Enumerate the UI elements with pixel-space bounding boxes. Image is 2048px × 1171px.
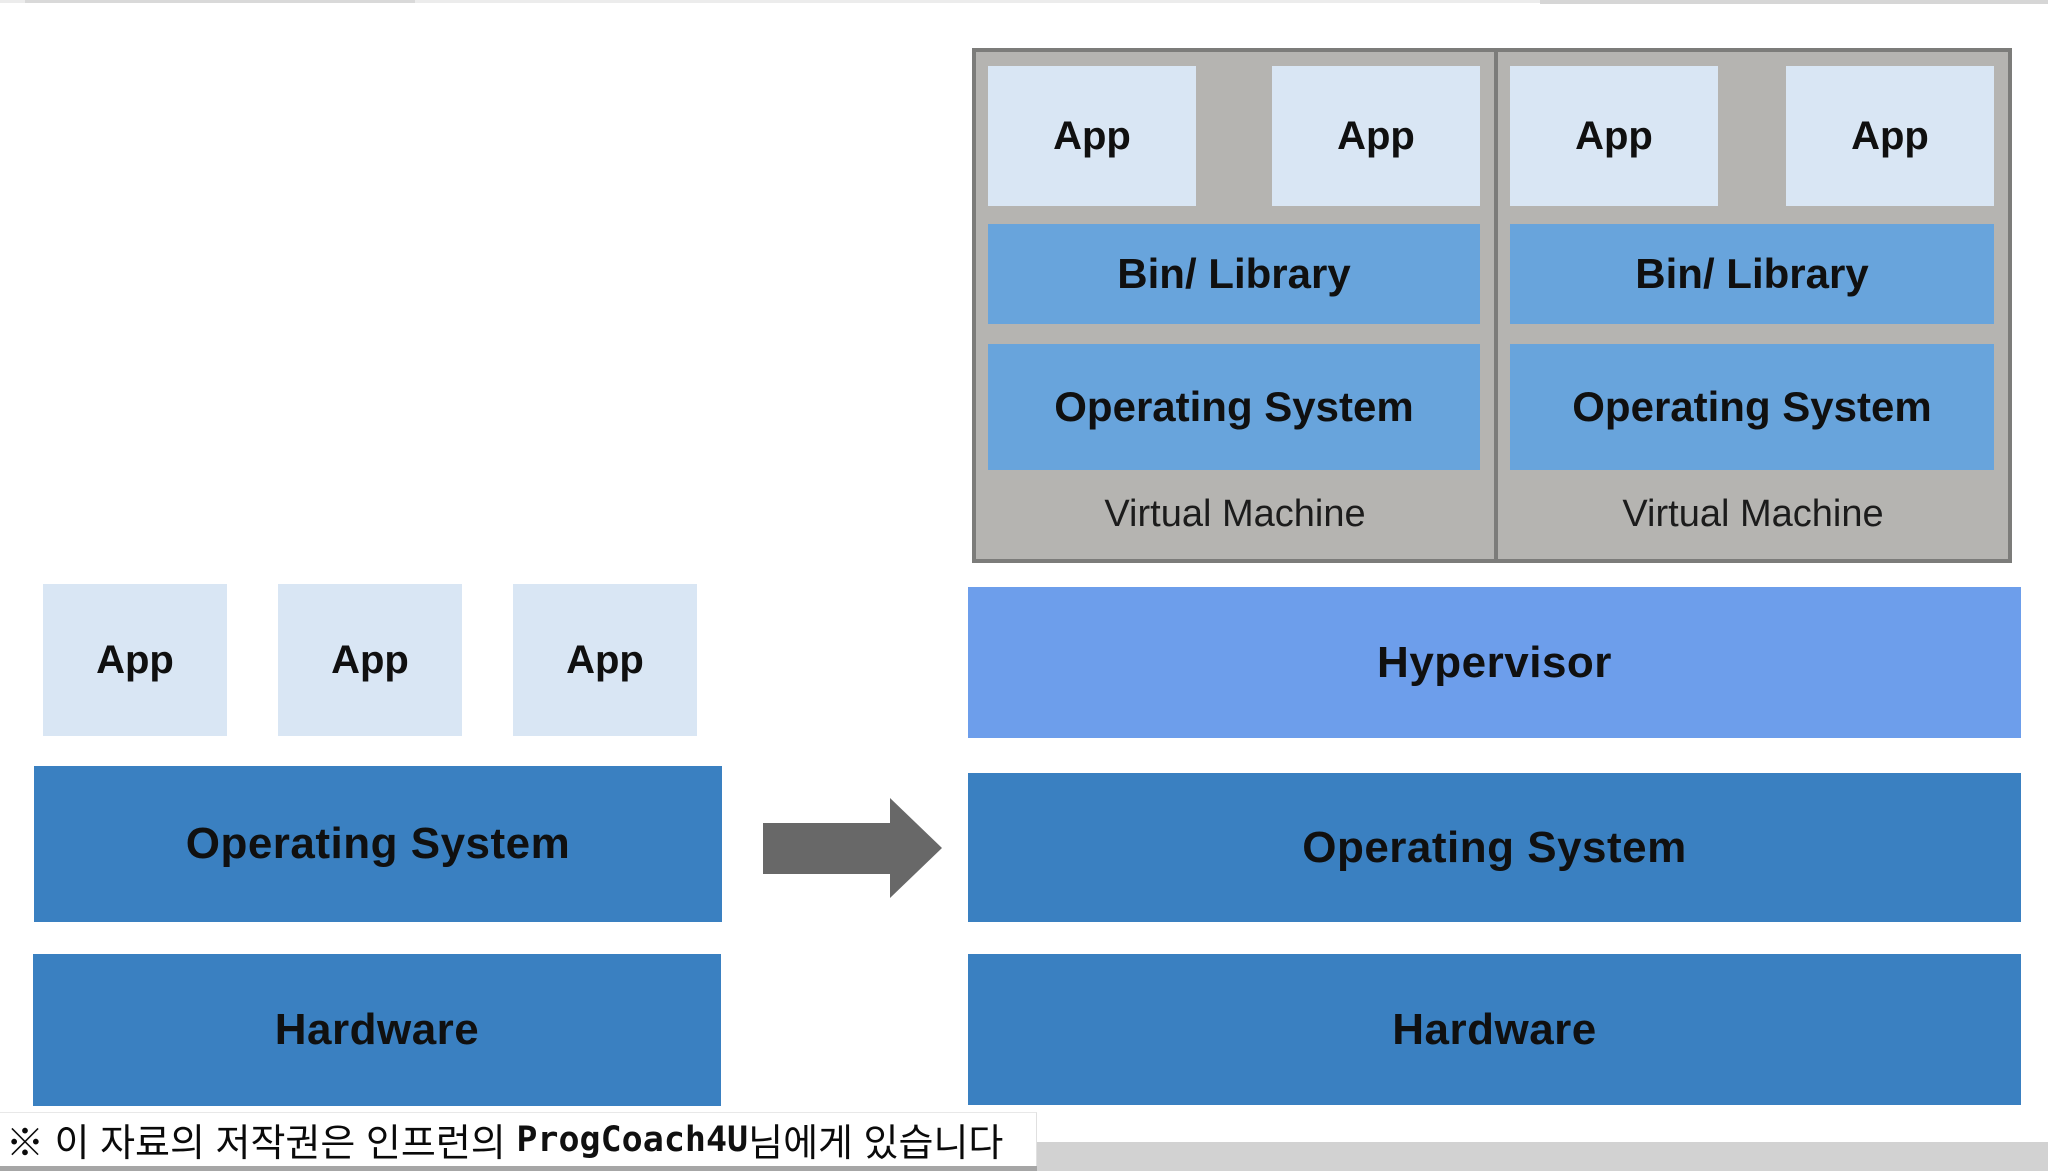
hypervisor-box: Hypervisor: [968, 587, 2021, 738]
hardware-label: Hardware: [1392, 1004, 1597, 1054]
right-arrow-icon: [763, 798, 943, 898]
hardware-label: Hardware: [274, 1005, 480, 1054]
os-box-vm2: Operating System: [1510, 344, 1994, 470]
bin-library-label: Bin/ Library: [1635, 250, 1869, 297]
app-box-left-1: App: [43, 584, 227, 736]
copyright-text-prefix: ※ 이 자료의 저작권은 인프런의: [6, 1123, 517, 1165]
vm-caption: Virtual Machine: [1104, 493, 1366, 535]
os-box-vm1: Operating System: [988, 344, 1480, 470]
vm-caption: Virtual Machine: [1622, 493, 1884, 535]
app-label: App: [96, 637, 174, 682]
os-label: Operating System: [185, 819, 571, 868]
copyright-text-suffix: 님에게 있습니다: [748, 1123, 1004, 1165]
app-label: App: [331, 637, 409, 682]
top-edge-segment: [25, 0, 415, 3]
hypervisor-label: Hypervisor: [1377, 637, 1612, 687]
bin-library-box-vm2: Bin/ Library: [1510, 224, 1994, 324]
app-box-vm2-1: App: [1510, 66, 1718, 206]
os-label: Operating System: [1054, 383, 1414, 430]
os-box-right: Operating System: [968, 773, 2021, 922]
app-label: App: [1575, 113, 1653, 158]
app-box-vm1-2: App: [1272, 66, 1480, 206]
os-label: Operating System: [1302, 822, 1687, 872]
app-label: App: [1053, 113, 1131, 158]
app-box-left-2: App: [278, 584, 462, 736]
top-edge-segment: [1540, 0, 2048, 4]
vm-divider: [1494, 48, 1498, 563]
virtual-machine-1: App App Bin/ Library Operating System Vi…: [976, 52, 1494, 559]
arrow-shaft: [763, 823, 890, 874]
copyright-author: ProgCoach4U: [516, 1119, 749, 1160]
os-box-left: Operating System: [34, 766, 722, 922]
app-box-vm2-2: App: [1786, 66, 1994, 206]
top-edge-line: [0, 0, 2048, 3]
arrow-head: [890, 798, 942, 898]
app-label: App: [1851, 113, 1929, 158]
hardware-box-left: Hardware: [33, 954, 721, 1106]
app-box-left-3: App: [513, 584, 697, 736]
app-label: App: [566, 637, 644, 682]
bin-library-box-vm1: Bin/ Library: [988, 224, 1480, 324]
virtual-machine-2: App App Bin/ Library Operating System Vi…: [1498, 52, 2008, 559]
bottom-gray-band: [1037, 1142, 2048, 1171]
os-label: Operating System: [1572, 383, 1932, 430]
bottom-gray-strip: [0, 1164, 1037, 1171]
vm-container: App App Bin/ Library Operating System Vi…: [972, 48, 2012, 563]
bin-library-label: Bin/ Library: [1117, 250, 1351, 297]
app-box-vm1-1: App: [988, 66, 1196, 206]
app-label: App: [1337, 113, 1415, 158]
hardware-box-right: Hardware: [968, 954, 2021, 1105]
